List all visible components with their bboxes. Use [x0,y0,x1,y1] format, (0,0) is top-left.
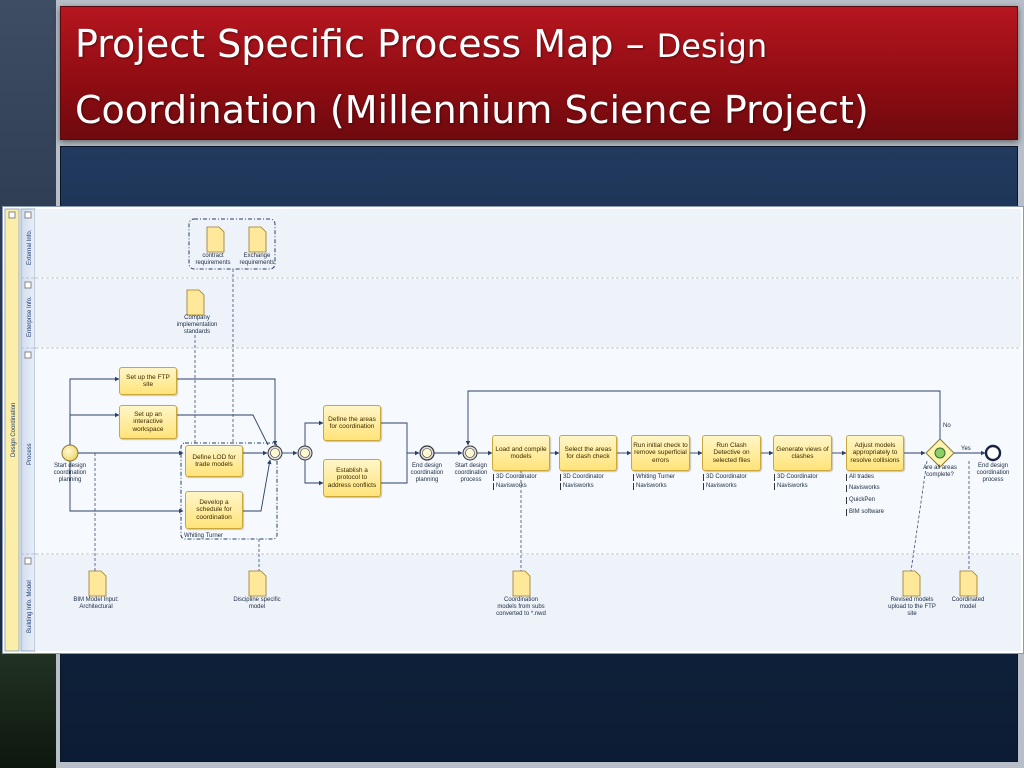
pool-header [4,208,20,652]
resource-adjust-3: BIM software [846,509,884,516]
activity-establish-protocol: Establish a protocol to address conflict… [323,459,381,497]
document-exchange-icon [248,226,267,253]
activity-load-models: Load and compile models [492,435,550,471]
resource-adjust-2: QuickPen [846,497,875,504]
end-planning-event-label: End design coordination planning [410,463,444,483]
resource-clash-0: 3D Coordinator [703,474,747,481]
end-process-event-label: End design coordination process [976,463,1010,483]
lane-label-external: External Info. [27,229,33,265]
resource-select-0: 3D Coordinator [560,474,604,481]
resource-clash-1: Navisworks [703,483,737,490]
start-process-event-label: Start design coordination process [454,463,488,483]
slide-title: Project Specific Process Map – Design Co… [75,15,1005,147]
requirements-group-box [188,218,276,270]
lane-label-enterprise: Enterprise Info. [27,296,33,337]
activity-define-lod: Define LOD for trade models [185,445,243,477]
decorative-photo [0,650,56,768]
activity-select-areas: Select the areas for clash check [559,435,617,471]
title-bar: Project Specific Process Map – Design Co… [60,6,1018,140]
title-line1-suffix: Design [656,27,768,65]
document-contract-icon [206,226,225,253]
gateway-yes-label: Yes [961,446,971,452]
whiting-turner-group-label: Whiting Turner [184,533,224,539]
title-line1-main: Project Specific Process Map – [75,22,657,66]
connectors [69,376,986,514]
resource-select-1: Navisworks [560,483,594,490]
pool-label: Design Coordination [11,403,17,457]
document-coordinated-icon [959,570,978,597]
lane-external [35,209,1021,277]
lane-bim [35,555,1021,651]
resource-adjust-1: Navisworks [846,485,880,492]
activity-generate-views: Generate views of clashes [773,435,832,471]
gateway-question-label: Are all areas complete? [923,465,957,478]
lane-label-bim: Building Info. Model [27,580,33,633]
document-company-icon [186,289,205,316]
document-revised-icon [902,570,921,597]
document-discipline-icon [248,570,267,597]
whiting-turner-group-box [180,442,278,540]
activity-setup-ftp: Set up the FTP site [119,367,177,395]
doc-exchange-label: Exchange requirements [239,253,275,266]
start-event-label: Start design coordination planning [53,463,87,483]
start-event-icon [61,444,79,462]
lane-enterprise [35,279,1021,347]
doc-coordination-models-label: Coordination models from subs converted … [496,597,546,617]
activity-setup-workspace: Set up an interactive workspace [119,405,177,439]
lane-label-process: Process [27,443,33,465]
activity-initial-check: Run initial check to remove superficial … [631,435,690,471]
associations [94,269,970,572]
end-process-event-icon [984,444,1002,462]
activity-define-areas: Define the areas for coordination [323,405,381,441]
resource-load-1: Navisworks [493,483,527,490]
title-line2: Coordination (Millennium Science Project… [75,88,869,132]
resource-initial-0: Whiting Turner [633,474,675,481]
process-map-diagram: Design Coordination External Info. Enter… [2,206,1024,654]
resource-views-0: 3D Coordinator [774,474,818,481]
resource-views-1: Navisworks [774,483,808,490]
doc-discipline-label: Discipline specific model [233,597,281,610]
document-bim-input-icon [88,570,107,597]
doc-bim-input-label: BIM Model Input: Architectural [73,597,119,610]
activity-develop-schedule: Develop a schedule for coordination [185,491,243,529]
doc-contract-label: contract requirements [195,253,231,266]
resource-adjust-0: All trades [846,474,874,481]
doc-company-label: Company implementation standards [176,315,218,335]
resource-initial-1: Navisworks [633,483,667,490]
gateway-no-label: No [943,423,951,429]
doc-coordinated-label: Coordinated model [951,597,985,610]
document-coordination-models-icon [512,570,531,597]
resource-load-0: 3D Coordinator [493,474,537,481]
activity-clash-detective: Run Clash Detective on selected files [702,435,761,471]
doc-revised-label: Revised models upload to the FTP site [888,597,936,617]
activity-adjust-models: Adjust models appropriately to resolve c… [846,435,904,471]
